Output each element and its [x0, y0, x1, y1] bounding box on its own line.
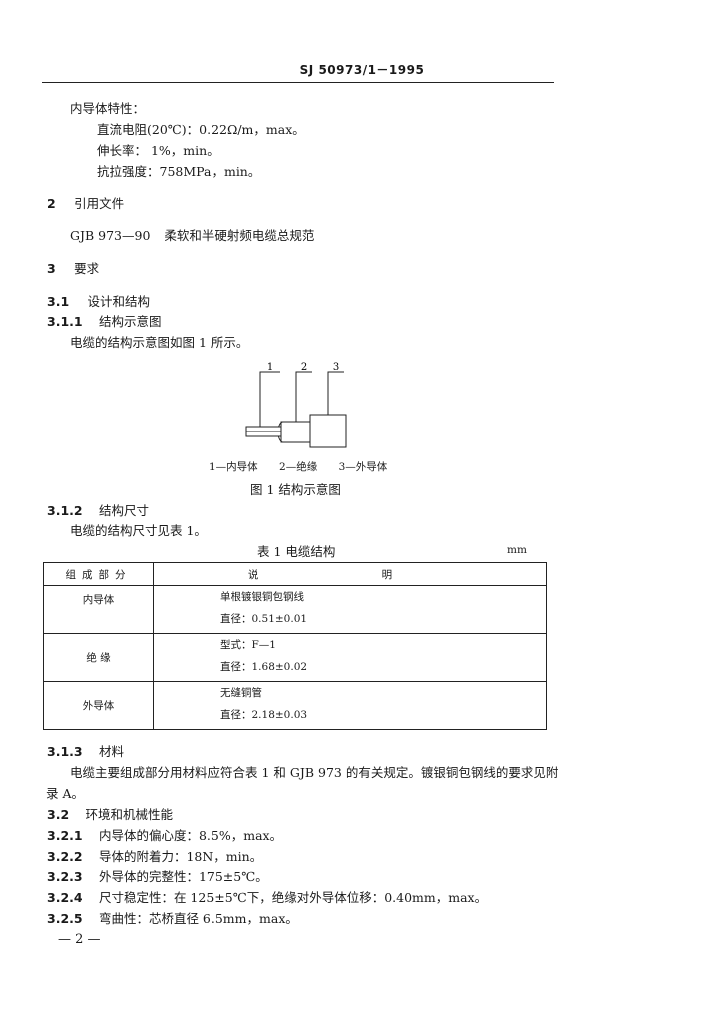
leader-line-1 — [259, 371, 280, 427]
row-component-inner: 内导体 — [43, 585, 154, 634]
spec-item-resistance: 直流电阻(20℃)：0.22Ω/m，max。 — [97, 122, 305, 137]
header-description: 说 明 — [153, 562, 547, 586]
figure-legend: 1—内导体 2—绝缘 3—外导体 — [209, 459, 387, 474]
table-row: 内导体 单根镀银铜包钢线 直径：0.51±0.01 — [43, 585, 547, 634]
section-3-1-3-body-line-1: 电缆主要组成部分用材料应符合表 1 和 GJB 973 的有关规定。镀银铜包钢线… — [70, 765, 559, 780]
leader-line-3 — [327, 371, 344, 415]
cable-structure-table: 组成部分 说 明 内导体 单根镀银铜包钢线 直径：0.51±0.01 绝 缘 型… — [43, 562, 547, 730]
figure-caption: 图 1 结构示意图 — [250, 482, 341, 497]
row-description: 无缝铜管 直径：2.18±0.03 — [153, 681, 547, 730]
clause-number: 3.2.3 — [47, 869, 83, 884]
section-3-1-2-heading: 3.1.2 结构尺寸 — [47, 500, 149, 519]
callout-1: 1 — [267, 362, 273, 373]
table-row: 绝 缘 型式：F—1 直径：1.68±0.02 — [43, 633, 547, 682]
clause-3-2-4: 3.2.4 尺寸稳定性：在 125±5℃下，绝缘对外导体位移：0.40mm，ma… — [47, 887, 487, 906]
row-description: 单根镀银铜包钢线 直径：0.51±0.01 — [153, 585, 547, 634]
legend-item-inner: 1—内导体 — [209, 461, 258, 473]
spec-item-tensile: 抗拉强度：758MPa，min。 — [97, 164, 261, 179]
clause-3-2-5: 3.2.5 弯曲性：芯桥直径 6.5mm，max。 — [47, 908, 298, 927]
leader-line-2 — [295, 371, 312, 422]
legend-item-insulation: 2—绝缘 — [279, 461, 318, 473]
description-line: 型式：F—1 — [220, 639, 276, 651]
table-caption: 表 1 电缆结构 — [257, 544, 336, 559]
section-3-1-1-title: 结构示意图 — [98, 314, 162, 329]
header-component: 组成部分 — [43, 562, 154, 586]
insulation-shape — [280, 421, 311, 443]
clause-text: 尺寸稳定性：在 125±5℃下，绝缘对外导体位移：0.40mm，max。 — [98, 890, 488, 905]
section-3-1-1-heading: 3.1.1 结构示意图 — [47, 311, 161, 330]
section-3-1-2-number: 3.1.2 — [47, 503, 83, 518]
reference-standard: GJB 973—90 柔软和半硬射频电缆总规范 — [70, 225, 314, 244]
description-line: 单根镀银铜包钢线 — [220, 591, 304, 603]
row-description: 型式：F—1 直径：1.68±0.02 — [153, 633, 547, 682]
reference-code: GJB 973—90 — [70, 228, 151, 243]
clause-text: 弯曲性：芯桥直径 6.5mm，max。 — [98, 911, 298, 926]
row-component-insulation: 绝 缘 — [43, 633, 154, 682]
callout-2: 2 — [301, 362, 307, 373]
description-line: 直径：0.51±0.01 — [220, 613, 308, 625]
table-row: 外导体 无缝铜管 直径：2.18±0.03 — [43, 681, 547, 730]
section-3-title: 要求 — [74, 261, 100, 276]
section-2-number: 2 — [47, 196, 56, 211]
section-3-1-2-body: 电缆的结构尺寸见表 1。 — [70, 523, 207, 538]
table-header-row: 组成部分 说 明 — [43, 562, 547, 586]
section-3-1-3-body-line-2: 录 A。 — [46, 786, 85, 801]
callout-3: 3 — [333, 362, 339, 373]
section-3-1-3-heading: 3.1.3 材料 — [47, 741, 124, 760]
clause-3-2-3: 3.2.3 外导体的完整性：175±5℃。 — [47, 866, 268, 885]
section-3-number: 3 — [47, 261, 56, 276]
section-3-2-heading: 3.2 环境和机械性能 — [47, 804, 173, 823]
inner-conductor-spec-title: 内导体特性： — [70, 101, 146, 116]
section-3-2-title: 环境和机械性能 — [85, 807, 174, 822]
clause-3-2-1: 3.2.1 内导体的偏心度：8.5%，max。 — [47, 825, 282, 844]
table-unit: mm — [507, 544, 527, 556]
clause-number: 3.2.2 — [47, 849, 83, 864]
clause-number: 3.2.1 — [47, 828, 83, 843]
header-rule — [42, 82, 554, 83]
legend-item-outer: 3—外导体 — [338, 461, 388, 473]
outer-conductor-shape — [309, 414, 347, 448]
clause-number: 3.2.5 — [47, 911, 83, 926]
description-line: 无缝铜管 — [220, 687, 262, 699]
section-3-1-heading: 3.1 设计和结构 — [47, 291, 150, 310]
document-code: SJ 50973/1－1995 — [299, 63, 425, 77]
section-3-1-1-body: 电缆的结构示意图如图 1 所示。 — [70, 335, 249, 350]
section-3-1-1-number: 3.1.1 — [47, 314, 83, 329]
description-line: 直径：1.68±0.02 — [220, 661, 308, 673]
clause-text: 导体的附着力：18N，min。 — [98, 849, 263, 864]
spec-item-elongation: 伸长率： 1%，min。 — [97, 143, 220, 158]
section-2-title: 引用文件 — [74, 196, 125, 211]
clause-text: 外导体的完整性：175±5℃。 — [98, 869, 268, 884]
clause-3-2-2: 3.2.2 导体的附着力：18N，min。 — [47, 846, 262, 865]
cable-structure-figure: 1 2 3 — [245, 362, 347, 448]
description-line: 直径：2.18±0.03 — [220, 709, 308, 721]
clause-number: 3.2.4 — [47, 890, 83, 905]
section-3-1-3-title: 材料 — [98, 744, 124, 759]
section-3-1-2-title: 结构尺寸 — [98, 503, 149, 518]
section-3-1-title: 设计和结构 — [87, 294, 151, 309]
section-3-1-3-number: 3.1.3 — [47, 744, 83, 759]
page-number: — 2 — — [58, 932, 101, 947]
section-2-heading: 2 引用文件 — [47, 193, 124, 212]
section-3-1-number: 3.1 — [47, 294, 70, 309]
row-component-outer: 外导体 — [43, 681, 154, 730]
clause-text: 内导体的偏心度：8.5%，max。 — [98, 828, 283, 843]
section-3-2-number: 3.2 — [47, 807, 70, 822]
section-3-heading: 3 要求 — [47, 258, 99, 277]
reference-title: 柔软和半硬射频电缆总规范 — [164, 228, 315, 243]
